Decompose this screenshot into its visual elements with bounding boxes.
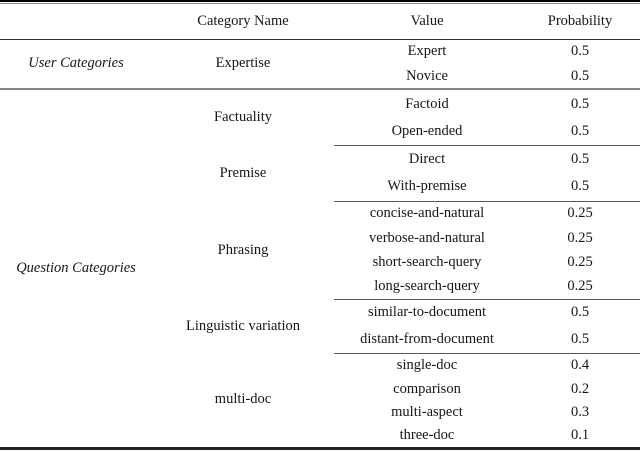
table-row: Phrasing concise-and-natural 0.25	[0, 200, 640, 258]
category-name-cell: Factuality	[152, 88, 334, 145]
group-label-cell: User Categories	[28, 55, 124, 72]
probability-cell: 0.5	[570, 122, 590, 139]
column-header-category-name: Category Name	[152, 5, 334, 40]
probability-cell: 0.2	[570, 380, 590, 397]
probability-cell: 0.25	[567, 278, 593, 295]
category-name-cell: Premise	[219, 164, 267, 181]
table-top-rule	[0, 0, 640, 5]
table-row: Novice 0.5	[0, 64, 640, 89]
table-row: short-search-query 0.25	[0, 250, 640, 275]
table-row: verbose-and-natural 0.25	[0, 226, 640, 250]
probability-cell: 0.5	[570, 178, 590, 195]
value-cell: Novice	[406, 67, 448, 84]
value-cell: Expert	[407, 43, 447, 60]
table-header-row: Category Name Value Probability	[0, 5, 640, 40]
category-name-cell: Expertise	[215, 55, 271, 72]
value-cell: single-doc	[334, 352, 520, 377]
table-row: three-doc 0.1	[0, 424, 640, 448]
table-row: Question Categories Factuality Factoid 0…	[0, 88, 640, 448]
table-row: Linguistic variation similar-to-document…	[0, 298, 640, 334]
value-cell: verbose-and-natural	[369, 229, 485, 246]
probability-cell: 0.25	[567, 254, 593, 270]
probability-cell: 0.25	[567, 229, 593, 246]
value-cell: Open-ended	[391, 122, 463, 139]
category-name-cell: Phrasing	[217, 241, 269, 258]
probability-cell: 0.5	[520, 298, 640, 326]
value-cell: Direct	[334, 144, 520, 173]
probability-cell: 0.4	[520, 352, 640, 377]
column-header-value: Value	[334, 5, 520, 40]
category-name-cell: multi-doc	[214, 391, 272, 408]
probability-cell: 0.5	[520, 88, 640, 118]
column-header-probability: Probability	[520, 5, 640, 40]
value-cell: concise-and-natural	[334, 200, 520, 226]
table-row: long-search-query 0.25	[0, 275, 640, 299]
value-cell: Factoid	[334, 88, 520, 118]
probability-cell: 0.3	[570, 404, 590, 420]
probability-cell: 0.25	[520, 200, 640, 226]
table-row: multi-doc single-doc 0.4	[0, 352, 640, 407]
probability-cell: 0.5	[570, 67, 590, 84]
value-cell: distant-from-document	[360, 330, 494, 347]
value-cell: long-search-query	[374, 278, 480, 295]
probability-cell: 0.1	[570, 426, 590, 443]
value-cell: With-premise	[387, 178, 467, 195]
table-row: multi-aspect 0.3	[0, 401, 640, 424]
value-cell: three-doc	[399, 426, 455, 443]
value-cell: short-search-query	[372, 254, 482, 270]
table-row: comparison 0.2	[0, 377, 640, 401]
category-name-cell: Linguistic variation	[186, 317, 300, 334]
probability-cell: 0.5	[570, 330, 590, 347]
column-header-group-blank	[0, 5, 152, 40]
table-row: distant-from-document 0.5	[0, 326, 640, 353]
table-row: Premise Direct 0.5	[0, 144, 640, 181]
group-label-cell: Question Categories	[0, 88, 152, 448]
value-cell: multi-aspect	[391, 404, 463, 420]
probability-cell: 0.5	[570, 43, 590, 60]
category-probability-table: Category Name Value Probability User Cat…	[0, 5, 640, 450]
probability-cell: 0.5	[520, 144, 640, 173]
table-row: Open-ended 0.5	[0, 118, 640, 145]
table-row: With-premise 0.5	[0, 173, 640, 201]
value-cell: comparison	[393, 380, 461, 397]
table-row: User Categories Expertise Expert 0.5	[0, 39, 640, 71]
value-cell: similar-to-document	[334, 298, 520, 326]
